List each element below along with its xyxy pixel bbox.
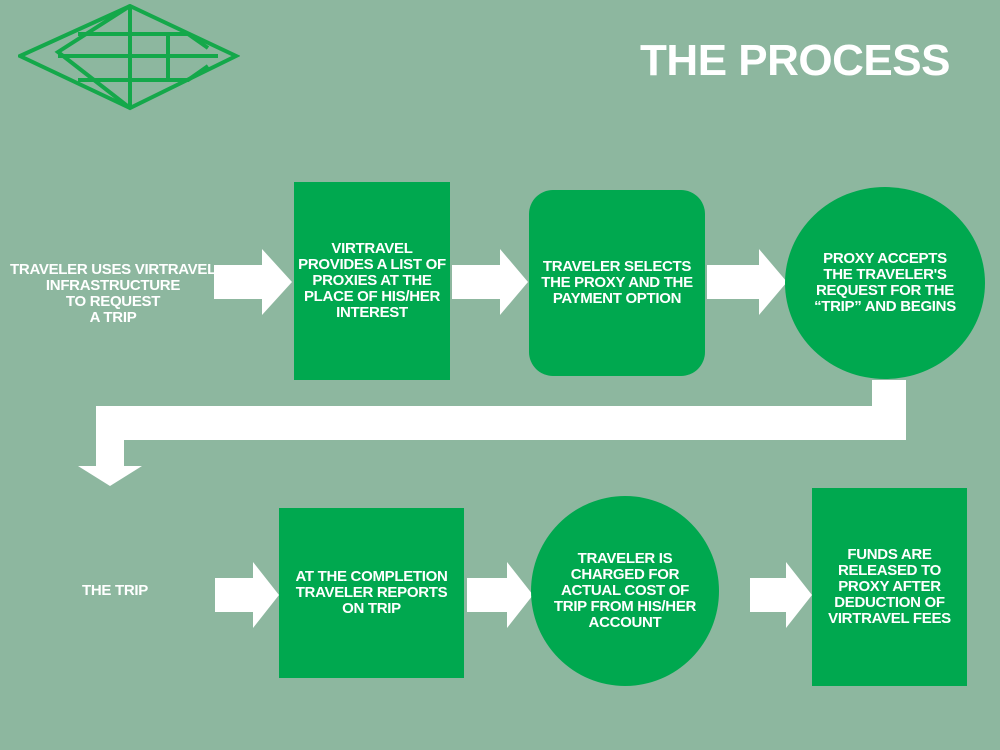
step-traveler-request: TRAVELER USES VIRTRAVEL INFRASTRUCTURE T…	[10, 261, 216, 326]
step-provides-proxies-label: VIRTRAVEL PROVIDES A LIST OF PROXIES AT …	[298, 240, 446, 321]
arrow-right-icon	[467, 562, 533, 628]
arrow-right-icon	[707, 249, 787, 315]
virtravel-logo	[18, 4, 240, 111]
step-traveler-charged: TRAVELER IS CHARGED FOR ACTUAL COST OF T…	[531, 496, 719, 686]
arrow-right-icon	[215, 562, 279, 628]
step-the-trip: THE TRIP	[82, 582, 148, 599]
arrow-right-icon	[452, 249, 528, 315]
step-traveler-charged-label: TRAVELER IS CHARGED FOR ACTUAL COST OF T…	[553, 550, 697, 631]
step-provides-proxies: VIRTRAVEL PROVIDES A LIST OF PROXIES AT …	[294, 182, 450, 380]
page-title: THE PROCESS	[640, 36, 950, 85]
step-proxy-accepts-label: PROXY ACCEPTS THE TRAVELER'S REQUEST FOR…	[814, 250, 956, 315]
arrow-right-icon	[214, 249, 292, 315]
step-proxy-accepts: PROXY ACCEPTS THE TRAVELER'S REQUEST FOR…	[785, 187, 985, 379]
step-funds-released-label: FUNDS ARE RELEASED TO PROXY AFTER DEDUCT…	[828, 546, 951, 627]
step-funds-released: FUNDS ARE RELEASED TO PROXY AFTER DEDUCT…	[812, 488, 967, 686]
step-completion-report-label: AT THE COMPLETION TRAVELER REPORTS ON TR…	[295, 568, 448, 617]
step-completion-report: AT THE COMPLETION TRAVELER REPORTS ON TR…	[279, 508, 464, 678]
arrow-right-icon	[750, 562, 812, 628]
step-selects-proxy-label: TRAVELER SELECTS THE PROXY AND THE PAYME…	[541, 258, 693, 307]
step-selects-proxy: TRAVELER SELECTS THE PROXY AND THE PAYME…	[529, 190, 705, 376]
